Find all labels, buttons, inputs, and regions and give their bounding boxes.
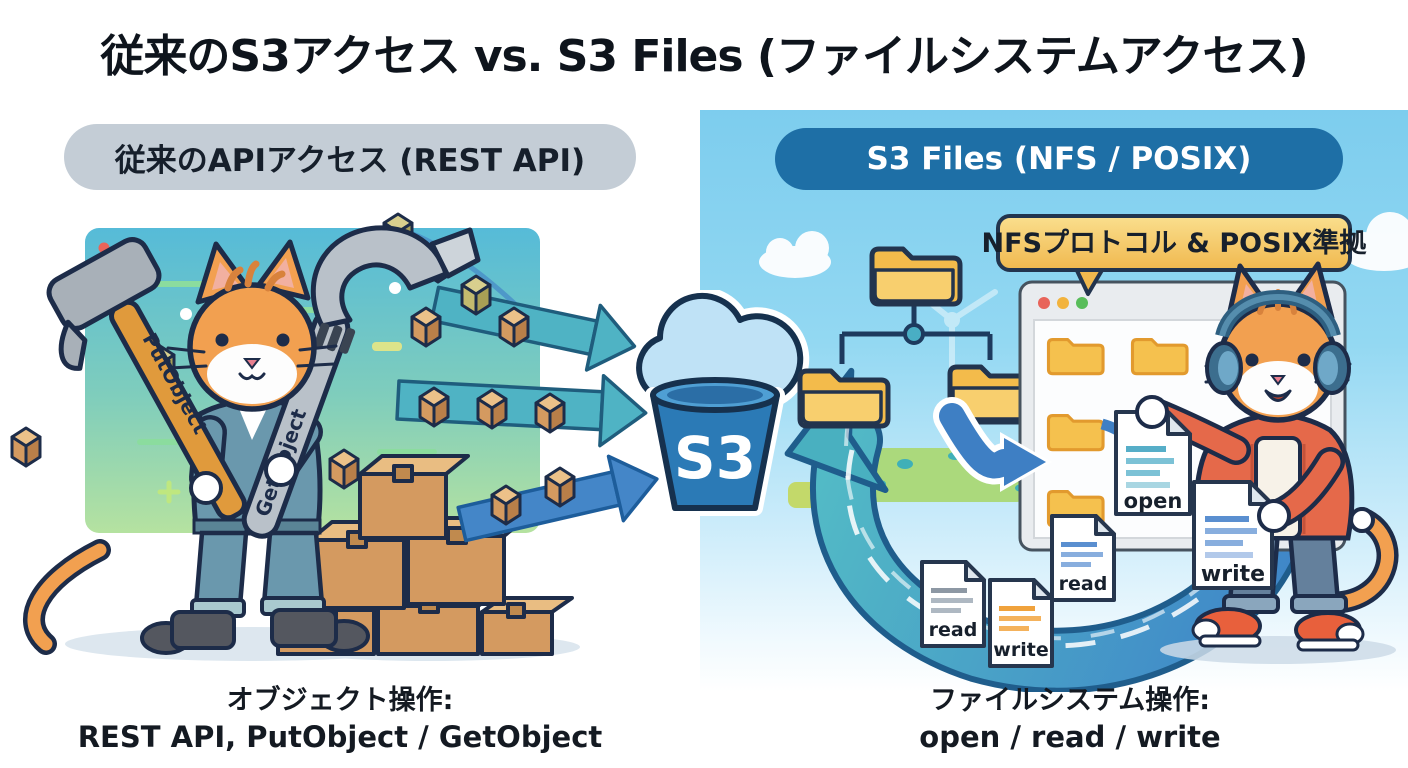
s3-cloud-icon	[630, 290, 810, 409]
read-file-icon: read	[1050, 514, 1116, 602]
s3-bucket-icon: S3	[645, 377, 785, 516]
cloud-icon	[759, 212, 1408, 278]
boots-icon	[140, 608, 370, 655]
cat-tail	[23, 539, 111, 655]
right-panel-header-label: S3 Files (NFS / POSIX)	[866, 141, 1252, 177]
svg-text:write: write	[993, 639, 1048, 661]
svg-text:open: open	[1124, 489, 1183, 513]
svg-text:read: read	[1059, 573, 1108, 595]
write-file-icon: write	[1192, 480, 1274, 590]
s3-cloud-bucket: S3	[630, 290, 810, 516]
write-file-icon: write	[988, 578, 1054, 668]
left-caption-line1: オブジェクト操作:	[226, 685, 454, 716]
read-file-icon: read	[920, 560, 986, 648]
cat-paw	[264, 453, 298, 487]
nfs-posix-banner-label: NFSプロトコル & POSIX準拠	[982, 227, 1368, 259]
right-panel-header: S3 Files (NFS / POSIX)	[775, 128, 1343, 190]
page-title: 従来のS3アクセス vs. S3 Files (ファイルシステムアクセス)	[100, 31, 1308, 82]
right-scene-illustration: NFSプロトコル & POSIX準拠 read write read	[759, 212, 1408, 692]
cat-head	[166, 239, 338, 412]
nfs-posix-banner: NFSプロトコル & POSIX準拠	[982, 214, 1368, 296]
left-panel-header: 従来のAPIアクセス (REST API)	[64, 124, 636, 190]
left-panel-header-label: 従来のAPIアクセス (REST API)	[114, 142, 586, 179]
open-file-icon: open	[1114, 410, 1192, 516]
left-caption: オブジェクト操作: REST API, PutObject / GetObjec…	[40, 682, 640, 756]
cat-paw	[189, 471, 223, 505]
right-caption-line2: open / read / write	[919, 720, 1221, 754]
traffic-lights-icon	[1038, 297, 1088, 309]
svg-text:write: write	[1201, 562, 1265, 587]
svg-text:read: read	[929, 619, 978, 641]
headphones-icon	[1205, 290, 1351, 395]
sneakers-icon	[1191, 607, 1365, 652]
mount-arrow-icon	[933, 397, 1052, 492]
cat-paw	[1257, 499, 1291, 533]
right-caption-line1: ファイルシステム操作:	[930, 685, 1210, 716]
s3-label: S3	[674, 424, 756, 492]
folder-tree-icon	[797, 246, 1041, 429]
mechanic-cat-illustration: PutObject GetObject	[46, 225, 481, 655]
right-caption: ファイルシステム操作: open / read / write	[770, 682, 1370, 756]
left-scene-illustration: PutObject GetObject	[10, 212, 659, 661]
left-caption-line2: REST API, PutObject / GetObject	[77, 720, 603, 754]
get-arrow-icon	[456, 454, 659, 543]
cat-paw	[1135, 395, 1169, 429]
